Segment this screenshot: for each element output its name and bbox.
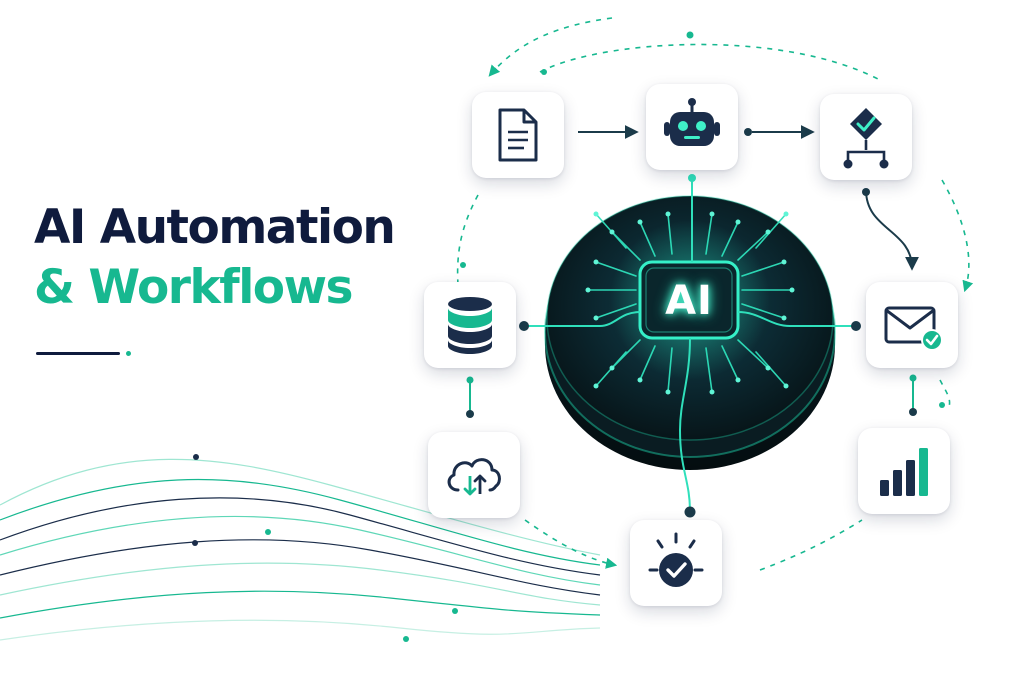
headline-underline [36, 351, 131, 356]
underline-bar [36, 352, 120, 355]
node-decision-flow [820, 94, 912, 180]
node-check-badge [630, 520, 722, 606]
database-icon [448, 297, 492, 354]
orbit-path [456, 17, 974, 571]
robot-icon [664, 98, 720, 146]
node-robot [646, 84, 738, 170]
document-icon [498, 108, 538, 162]
email-check-icon [884, 306, 943, 351]
decision-flow-icon [843, 108, 889, 169]
headline-line-1: AI Automation [34, 200, 396, 255]
ai-chip-label: AI [665, 278, 713, 324]
node-cloud-sync [428, 432, 520, 518]
flow-arrows [466, 125, 919, 418]
cloud-sync-icon [447, 458, 501, 496]
node-document [472, 92, 564, 178]
node-bar-chart [858, 428, 950, 514]
headline-line-2: & Workflows [34, 260, 354, 315]
decorative-waves [0, 454, 601, 642]
node-database [424, 282, 516, 368]
check-badge-icon [648, 532, 704, 587]
node-email-check [866, 282, 958, 368]
hub-connectors [524, 176, 856, 513]
bar-chart-icon [880, 448, 928, 496]
underline-dot [126, 351, 131, 356]
headline: AI Automation & Workflows [34, 198, 396, 318]
